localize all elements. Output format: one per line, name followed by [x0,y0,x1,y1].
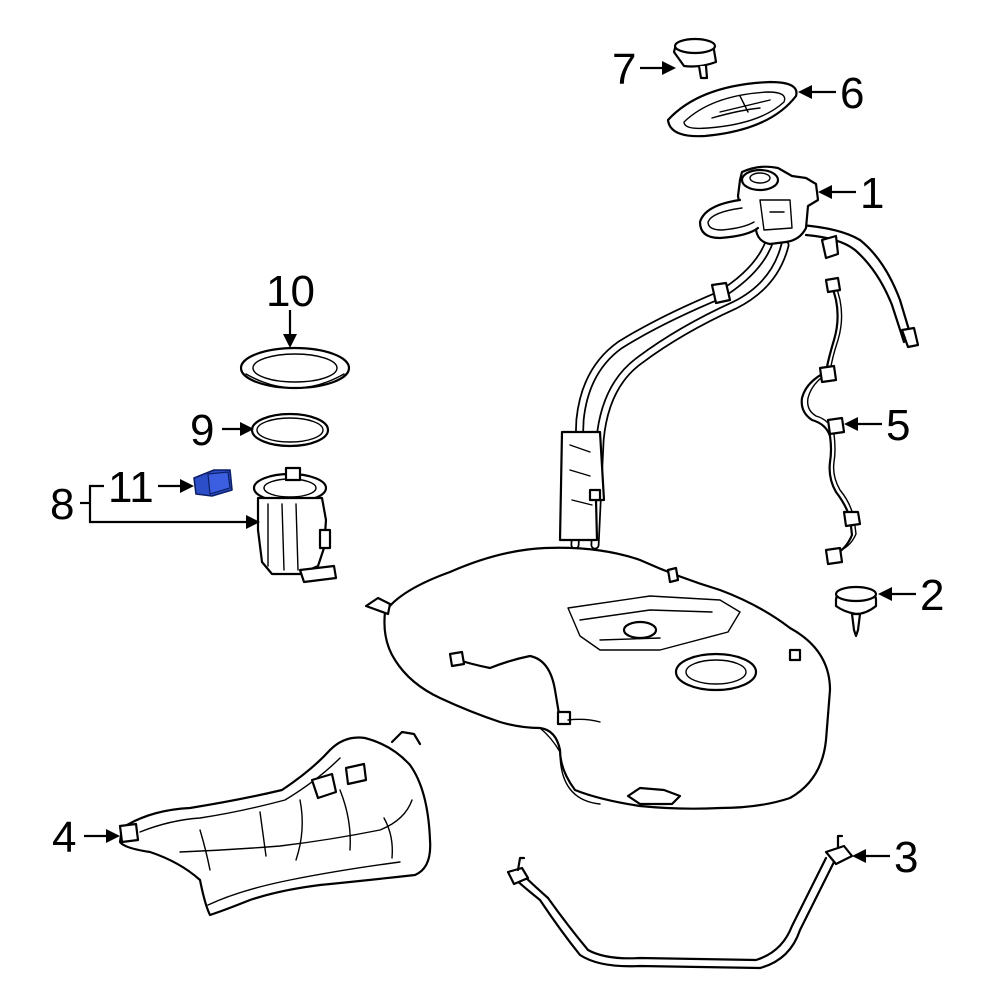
callout-2: 2 [920,571,944,620]
part-7-cap[interactable] [672,37,718,80]
callout-labels: 7 6 1 10 5 9 11 8 2 4 3 [50,45,944,882]
part-3-strap[interactable] [506,834,854,970]
part-11-connector[interactable] [193,469,233,497]
part-8-fuel-pump[interactable] [252,466,338,584]
callout-11: 11 [108,463,154,512]
callout-9: 9 [190,406,214,455]
part-2-plug[interactable] [834,585,878,638]
callout-5: 5 [886,401,910,450]
part-10-retaining-ring[interactable] [239,346,351,390]
callout-7: 7 [612,45,636,94]
part-6-lock-ring[interactable] [666,80,798,138]
part-5-wiring-harness[interactable] [800,276,862,566]
callout-arrows [80,61,916,863]
part-1-filler-neck[interactable] [558,165,920,550]
callout-10: 10 [266,267,315,316]
callout-1: 1 [860,169,884,218]
fuel-tank[interactable] [364,488,832,810]
part-4-heat-shield[interactable] [118,730,432,917]
callout-6: 6 [840,69,864,118]
callout-3: 3 [894,833,918,882]
callout-8: 8 [50,480,74,529]
part-9-seal[interactable] [250,412,330,448]
callout-4: 4 [52,813,76,862]
